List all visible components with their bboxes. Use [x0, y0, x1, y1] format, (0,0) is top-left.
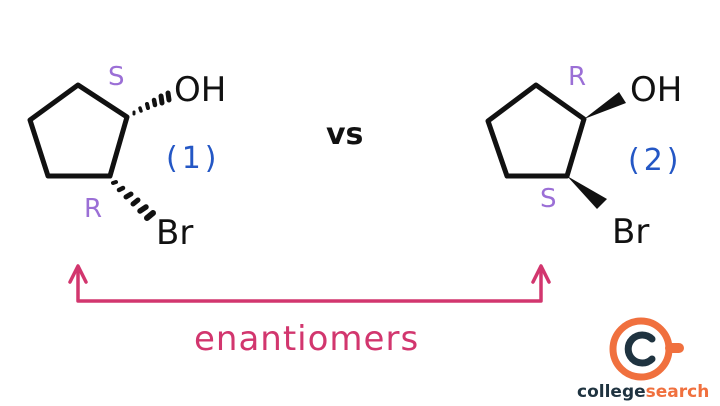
- cyclopentane-ring-1: [27, 82, 130, 179]
- collegesearch-logo-mark: [609, 317, 684, 381]
- hashed-wedge-br-1: [111, 180, 156, 221]
- stereo-label-bottom-2: S: [540, 184, 557, 214]
- compound-number-1: (1): [166, 141, 221, 176]
- versus-label: vs: [326, 117, 364, 152]
- hashed-wedge-oh-1: [132, 90, 172, 116]
- substituent-br-2: Br: [612, 212, 650, 252]
- cyclopentane-ring-2: [485, 82, 587, 179]
- substituent-oh-1: OH: [174, 70, 227, 110]
- logo-text-search: search: [645, 382, 710, 402]
- stereo-label-top-2: R: [568, 62, 587, 92]
- solid-wedge-br-2: [567, 176, 607, 209]
- collegesearch-logo-text: collegesearch: [577, 384, 709, 401]
- stereo-label-top-1: S: [108, 62, 125, 92]
- compound-number-2: (2): [628, 143, 683, 178]
- relationship-label: enantiomers: [194, 319, 420, 359]
- stereo-label-bottom-1: R: [84, 194, 103, 224]
- substituent-oh-2: OH: [630, 70, 683, 110]
- solid-wedge-oh-2: [584, 92, 626, 119]
- substituent-br-1: Br: [156, 213, 194, 253]
- logo-text-college: college: [577, 382, 646, 402]
- enantiomer-arrow: [68, 264, 551, 303]
